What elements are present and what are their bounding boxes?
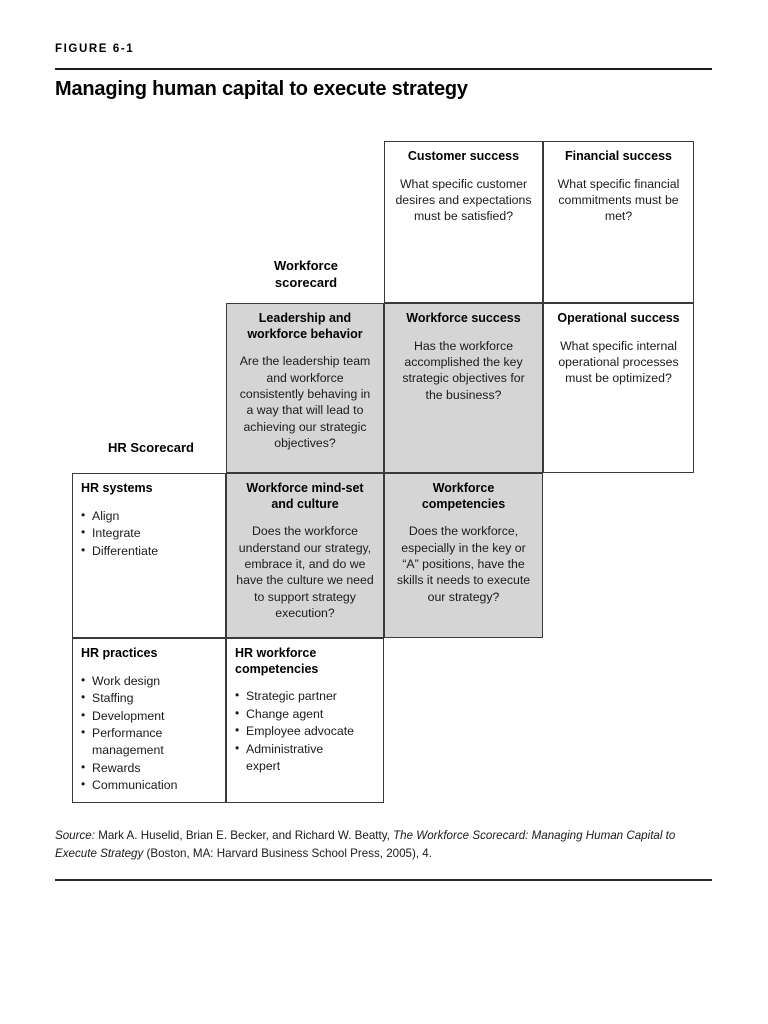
list-item: Change agent <box>235 705 375 723</box>
list-item: Employee advocate <box>235 722 375 740</box>
cell-body: Are the leadership team and workforce co… <box>239 354 371 450</box>
cell-body: What specific financial commitments must… <box>557 176 680 224</box>
cell-heading: Financial success <box>564 149 672 163</box>
cell-heading: HR workforce competencies <box>235 646 319 676</box>
cell-leadership-and-workforce-behavior: Leadership and workforce behavior Are th… <box>226 303 384 473</box>
cell-body: What specific internal operational proce… <box>558 338 679 386</box>
cell-heading: HR practices <box>81 646 158 660</box>
cell-body: What specific customer desires and expec… <box>395 176 532 224</box>
cell-body: Does the workforce understand our strate… <box>236 524 374 620</box>
list-item: Staffing <box>81 689 217 707</box>
list-item: Integrate <box>81 524 217 542</box>
cell-customer-success: Customer success What specific customer … <box>384 141 543 303</box>
cell-heading: Workforce competencies <box>421 481 506 511</box>
source-prefix: Source: <box>55 829 95 842</box>
cell-body: Has the workforce accomplished the key s… <box>402 338 525 402</box>
cell-body: Does the workforce, especially in the ke… <box>396 524 531 604</box>
cell-heading: Workforce mind-set and culture <box>246 481 364 511</box>
cell-list: Work designStaffingDevelopmentPerformanc… <box>81 672 217 795</box>
cell-hr-workforce-competencies: HR workforce competencies Strategic part… <box>226 638 384 803</box>
list-item: expert <box>246 759 281 774</box>
cell-list: AlignIntegrateDifferentiate <box>81 507 217 560</box>
list-item: management <box>92 743 164 758</box>
bottom-rule <box>55 879 712 881</box>
cell-hr-systems: HR systems AlignIntegrateDifferentiate <box>72 473 226 638</box>
list-item: Strategic partner <box>235 687 375 705</box>
hr-scorecard-label: HR Scorecard <box>108 440 194 455</box>
cell-workforce-competencies: Workforce competencies Does the workforc… <box>384 473 543 638</box>
top-rule <box>55 68 712 70</box>
cell-operational-success: Operational success What specific intern… <box>543 303 694 473</box>
cell-list: Strategic partnerChange agentEmployee ad… <box>235 687 375 775</box>
list-item: Rewards <box>81 759 217 777</box>
list-item: Work design <box>81 672 217 690</box>
list-item: Communication <box>81 776 217 794</box>
cell-workforce-success: Workforce success Has the workforce acco… <box>384 303 543 473</box>
figure-label: FIGURE 6-1 <box>55 43 135 55</box>
cell-hr-practices: HR practices Work designStaffingDevelopm… <box>72 638 226 803</box>
list-item: Development <box>81 707 217 725</box>
source-title: The Workforce Scorecard: Managing Human … <box>55 829 676 860</box>
cell-workforce-mindset-and-culture: Workforce mind-set and culture Does the … <box>226 473 384 638</box>
cell-heading: Workforce success <box>406 311 521 325</box>
list-item: Performance <box>81 724 217 742</box>
cell-financial-success: Financial success What specific financia… <box>543 141 694 303</box>
source-caption: Source: Mark A. Huselid, Brian E. Becker… <box>55 827 712 863</box>
list-item: Align <box>81 507 217 525</box>
cell-heading: Operational success <box>557 311 680 325</box>
source-text-1: Mark A. Huselid, Brian E. Becker, and Ri… <box>94 829 394 842</box>
source-text-2: (Boston, MA: Harvard Business School Pre… <box>143 846 432 860</box>
diagram-grid: Customer success What specific customer … <box>72 141 694 803</box>
cell-heading: Leadership and workforce behavior <box>247 311 363 341</box>
page-title: Managing human capital to execute strate… <box>55 78 468 100</box>
list-item: Administrative <box>235 740 375 758</box>
cell-heading: HR systems <box>81 481 153 495</box>
cell-heading: Customer success <box>407 149 520 163</box>
list-item: Differentiate <box>81 542 217 560</box>
